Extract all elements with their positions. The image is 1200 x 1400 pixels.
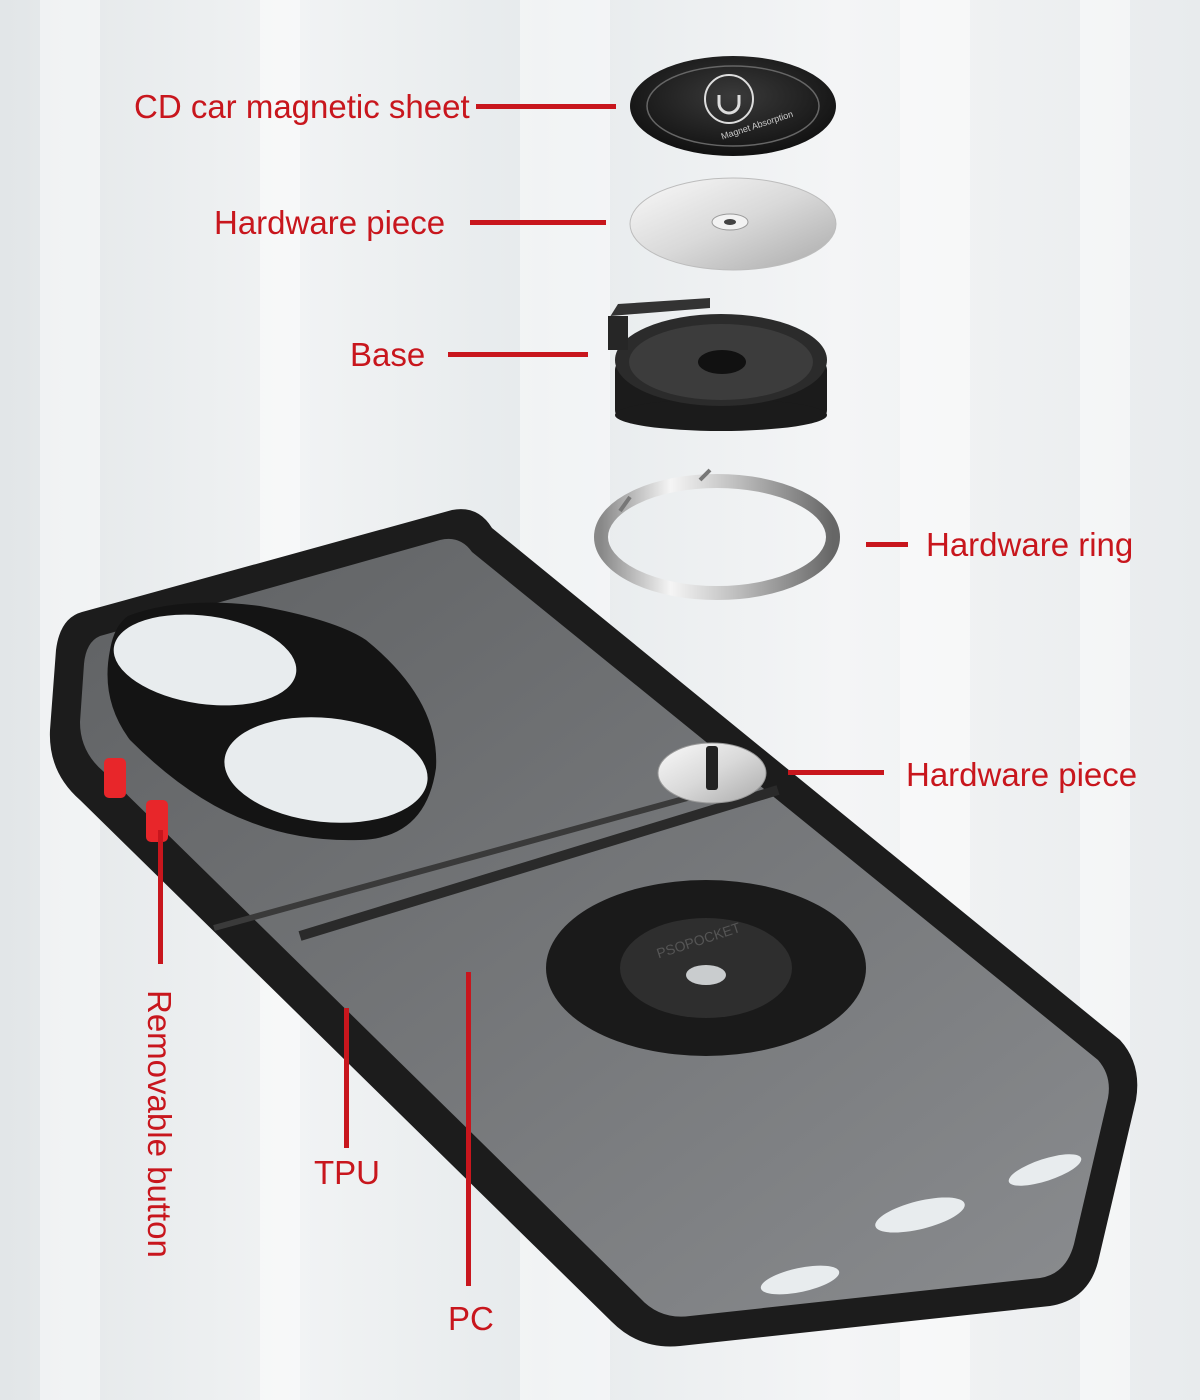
- removable-button-lower: [146, 800, 168, 842]
- label-hardware-ring: Hardware ring: [926, 526, 1134, 563]
- magnet-icon: [704, 74, 754, 124]
- removable-button-upper: [104, 758, 126, 798]
- label-hardware-piece-top: Hardware piece: [214, 204, 446, 241]
- label-pc: PC: [448, 1300, 494, 1337]
- leader-line: [158, 830, 163, 964]
- cd-magnetic-sheet: Magnet Absorption: [630, 56, 836, 156]
- leader-line: [470, 220, 606, 225]
- hardware-ring: [594, 468, 840, 600]
- label-hardware-piece-mid: Hardware piece: [906, 756, 1138, 793]
- label-base: Base: [350, 336, 426, 373]
- label-cd-magnetic-sheet: CD car magnetic sheet: [134, 88, 470, 125]
- camera-cutout: [107, 602, 437, 841]
- hardware-piece-disc: [629, 177, 837, 271]
- hinge-bar: [298, 785, 780, 941]
- leader-line: [448, 352, 588, 357]
- phone-case: PSOPOCKET: [49, 509, 1138, 1347]
- hardware-piece-pin: [657, 742, 767, 804]
- label-removable-button: Removable button: [141, 990, 178, 1258]
- base-piece: [608, 298, 827, 431]
- leader-line: [866, 542, 908, 547]
- leader-line: [344, 1008, 349, 1148]
- leader-line: [466, 972, 471, 1286]
- leader-line: [788, 770, 884, 775]
- leader-line: [476, 104, 616, 109]
- psopocket-holder: PSOPOCKET: [546, 880, 866, 1056]
- label-tpu: TPU: [314, 1154, 380, 1191]
